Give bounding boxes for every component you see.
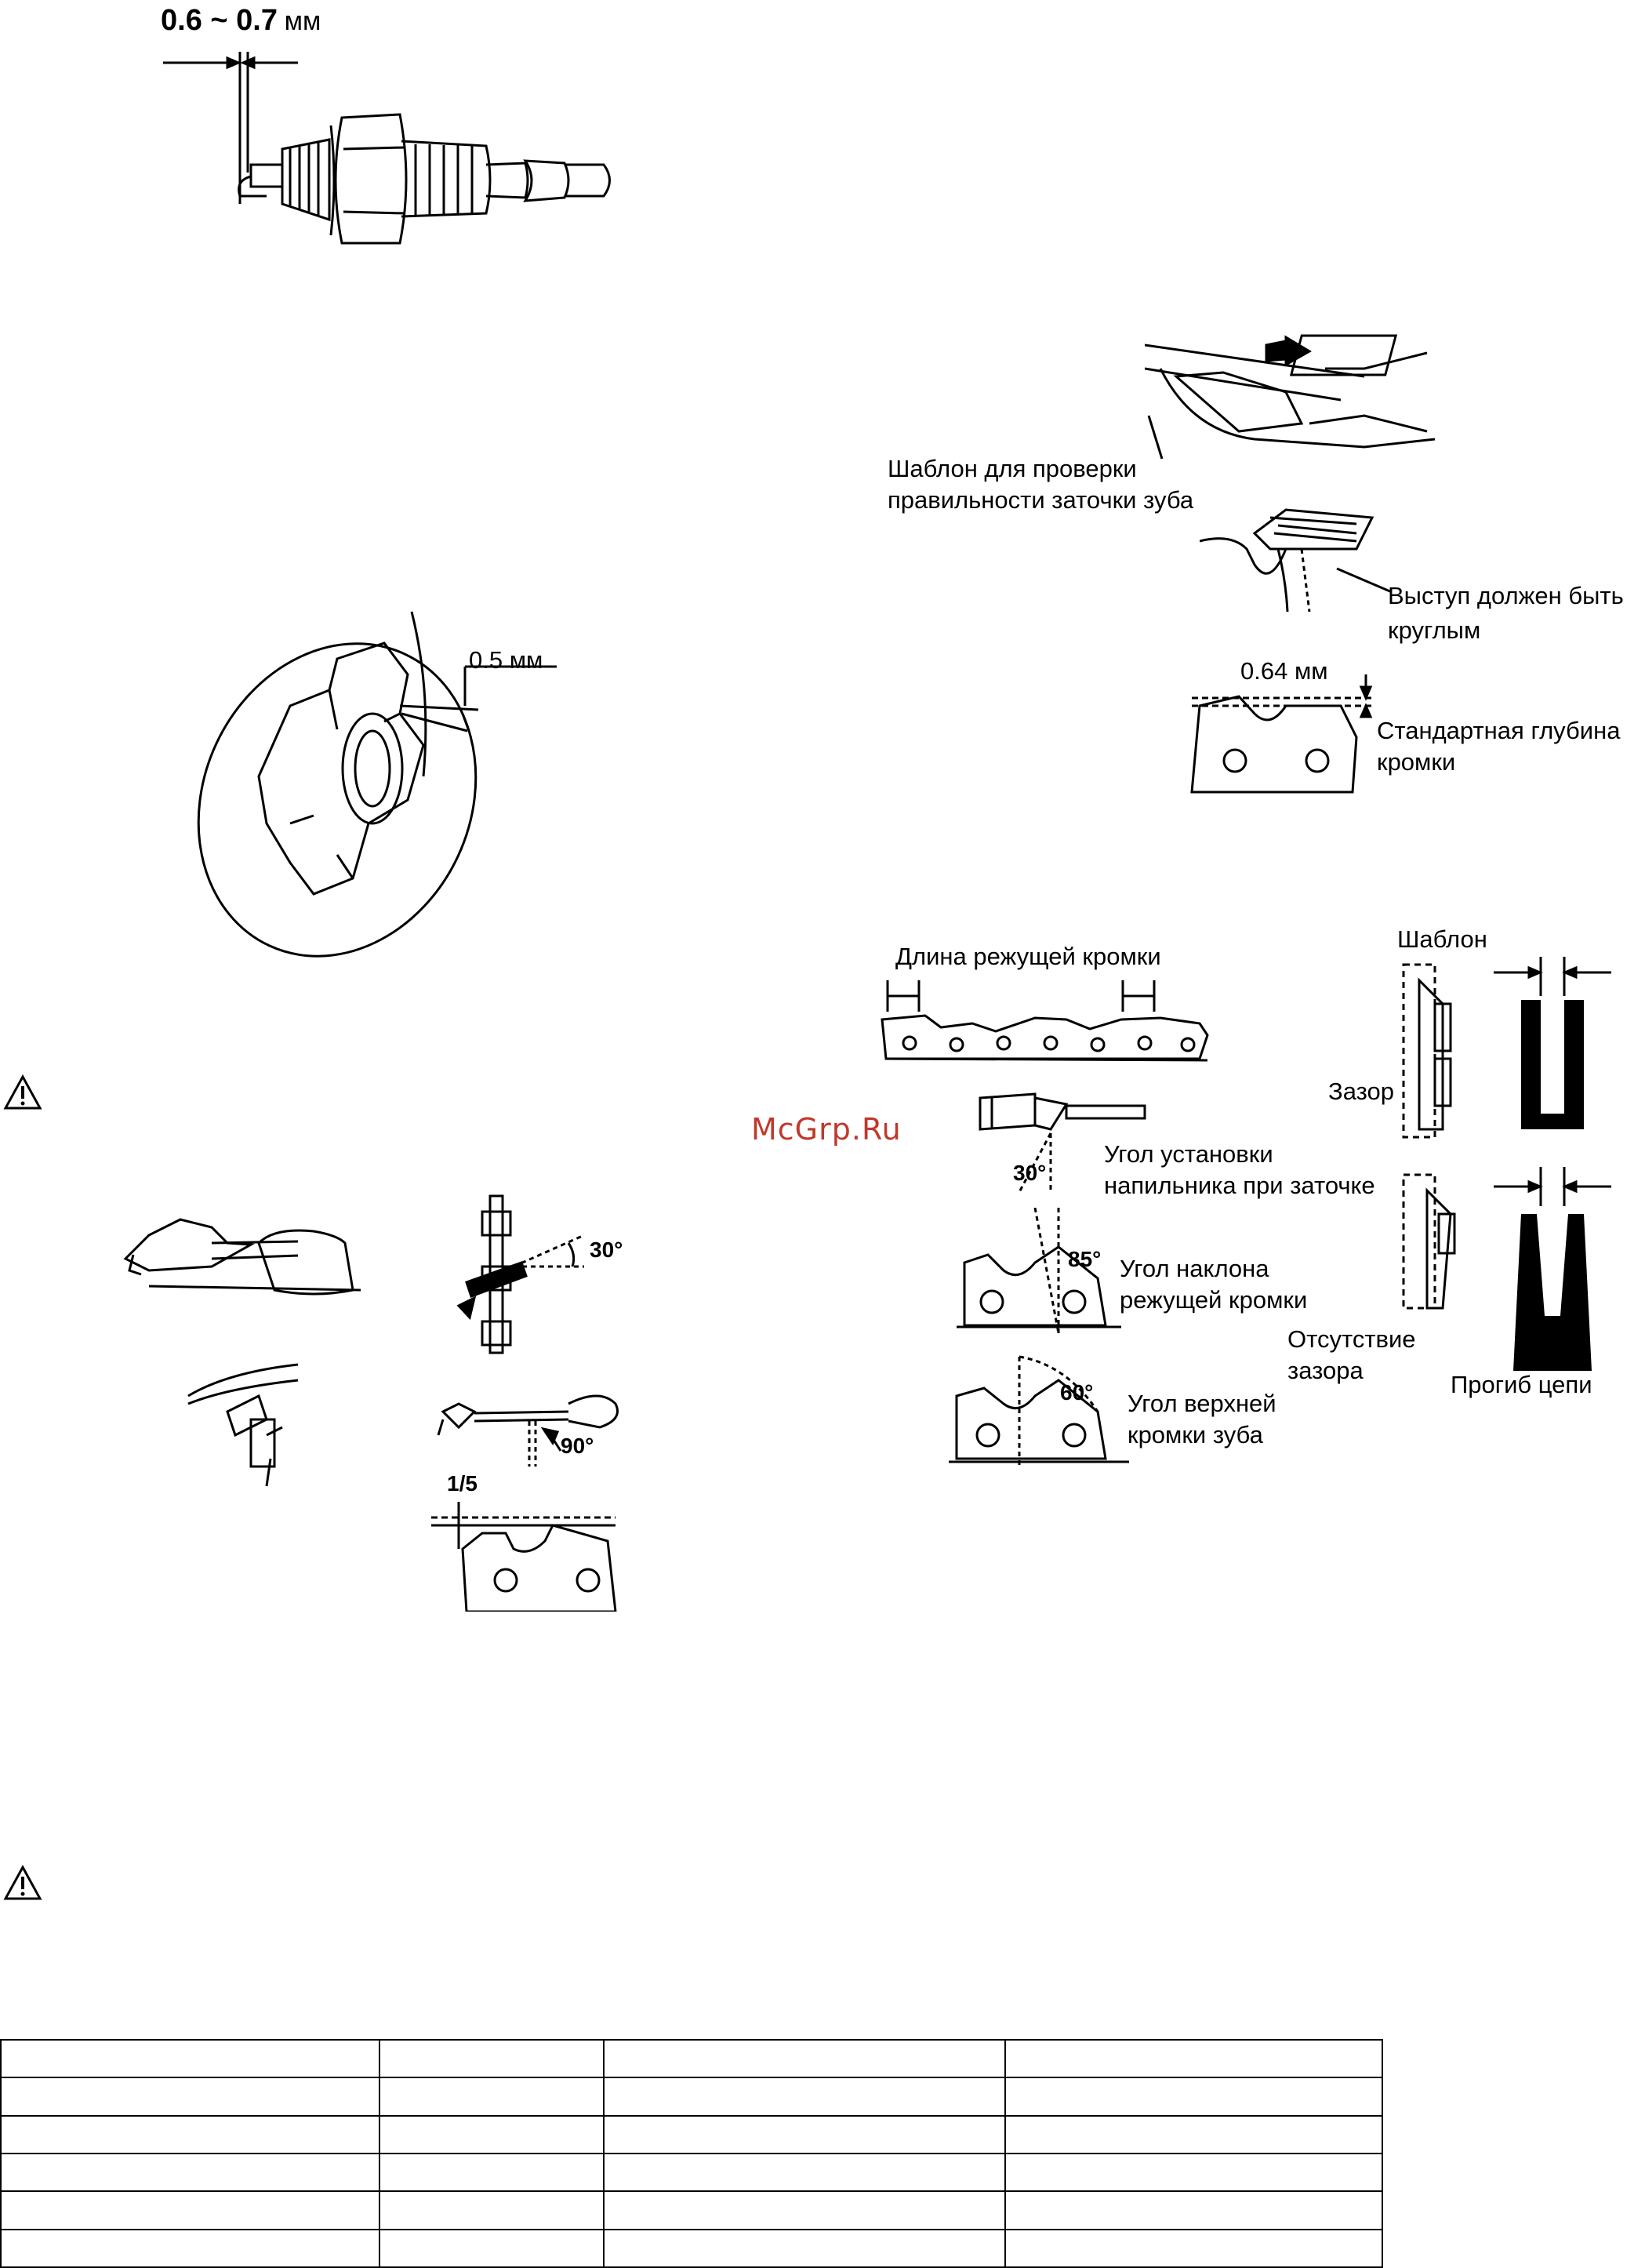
depth-label-line2: кромки (1377, 748, 1456, 776)
cutter-depth-fraction-figure (431, 1502, 617, 1612)
template-gap-figure (1402, 957, 1611, 1139)
round-gauge-leader (1336, 567, 1393, 594)
table-cell (1004, 2152, 1383, 2193)
table-cell (0, 2077, 380, 2117)
table-cell (1004, 2114, 1383, 2154)
spec-table (0, 2038, 1383, 2268)
table-cell (603, 2190, 1006, 2230)
top-label-line2: кромки зуба (1128, 1421, 1263, 1448)
table-row (0, 2190, 1383, 2230)
no-gap-figure (1402, 1167, 1611, 1371)
table-row (0, 2228, 1383, 2268)
spark-plug-gap-value: 0.6 ~ 0.7 (161, 4, 278, 37)
angle-60-label: 60° (1060, 1380, 1094, 1405)
cutter-length-label: Длина режущей кромки (895, 943, 1161, 970)
file-angle-90-figure (437, 1394, 619, 1467)
file-angle-value: 30° (1013, 1161, 1047, 1185)
table-cell (603, 2152, 1006, 2193)
table-cell (379, 2114, 605, 2154)
sprocket-figure (197, 611, 557, 958)
table-cell (0, 2152, 380, 2193)
warning-icon (3, 1074, 42, 1110)
nogap-label-line1: Отсутствие (1287, 1325, 1416, 1353)
table-cell (379, 2038, 605, 2079)
gap-label: Зазор (1328, 1078, 1394, 1105)
bend-label: Прогиб цепи (1451, 1371, 1592, 1398)
table-cell (603, 2228, 1006, 2268)
table-cell (1004, 2038, 1383, 2079)
table-row (0, 2077, 1383, 2117)
tilt-label-line2: режущей кромки (1120, 1286, 1308, 1314)
tilt-label-line1: Угол наклона (1120, 1255, 1269, 1282)
table-cell (603, 2114, 1006, 2154)
spark-plug-figure (163, 52, 611, 245)
cutting-edge-angle-85-figure (957, 1208, 1121, 1333)
round-label-line1: Выступ должен быть (1388, 582, 1624, 609)
table-row (0, 2114, 1383, 2154)
angle-85-label: 85° (1068, 1247, 1102, 1271)
spark-plug-gap-label: 0.6 ~ 0.7 мм (161, 5, 321, 38)
warning-icon (3, 1865, 42, 1900)
file-setting-angle-figure (979, 1092, 1146, 1192)
top-plate-angle-60-figure (949, 1355, 1129, 1467)
table-cell (0, 2114, 380, 2154)
depth-gauge-check-figure (1145, 334, 1436, 460)
fraction-label: 1/5 (447, 1471, 478, 1496)
standard-depth-figure (1190, 674, 1373, 794)
bar-in-vise-figure (187, 1363, 299, 1487)
table-row (0, 2038, 1383, 2079)
table-cell (603, 2077, 1006, 2117)
table-cell (379, 2152, 605, 2193)
table-row (0, 2152, 1383, 2193)
nogap-label-line2: зазора (1287, 1357, 1364, 1384)
sprocket-wear-label: 0.5 мм (469, 646, 543, 674)
depth-value-label: 0.64 мм (1240, 657, 1328, 685)
file-angle-30-figure (456, 1194, 585, 1354)
table-cell (0, 2228, 380, 2268)
table-cell (379, 2190, 605, 2230)
angle-30-label: 30° (590, 1238, 623, 1262)
table-cell (379, 2077, 605, 2117)
table-cell (1004, 2077, 1383, 2117)
depth-label-line1: Стандартная глубина (1377, 717, 1621, 744)
table-cell (0, 2038, 380, 2079)
table-cell (1004, 2228, 1383, 2268)
template-label-line2: правильности заточки зуба (888, 486, 1194, 514)
round-label-line2: круглым (1388, 616, 1481, 644)
table-cell (379, 2228, 605, 2268)
file-label-line1: Угол установки (1104, 1140, 1273, 1168)
spark-plug-gap-unit: мм (284, 6, 321, 36)
top-label-line1: Угол верхней (1128, 1390, 1276, 1417)
table-cell (0, 2190, 380, 2230)
table-cell (603, 2038, 1006, 2079)
table-cell (1004, 2190, 1383, 2230)
file-label-line2: напильника при заточке (1104, 1172, 1375, 1199)
chain-length-figure (881, 980, 1209, 1062)
round-gauge-figure (1200, 508, 1374, 612)
template-label-line1: Шаблон для проверки (888, 455, 1137, 482)
chainsaw-on-stump-figure (123, 1218, 361, 1296)
angle-90-label: 90° (561, 1434, 594, 1458)
bar-template-label: Шаблон (1397, 925, 1487, 953)
watermark: McGrp.Ru (751, 1112, 902, 1147)
